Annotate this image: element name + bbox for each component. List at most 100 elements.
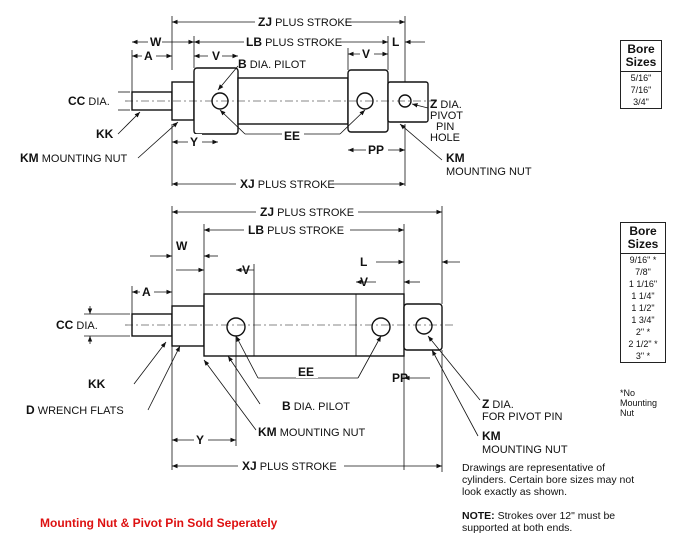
- bottom-lb-text: PLUS STROKE: [267, 225, 344, 237]
- top-km-left-text: MOUNTING NUT: [42, 153, 128, 165]
- top-a-label: A: [144, 49, 153, 63]
- bottom-ee-label: EE: [298, 365, 314, 379]
- bottom-km-right-text: MOUNTING NUT: [482, 444, 568, 456]
- top-b-text: DIA. PILOT: [250, 59, 307, 71]
- strokes-note: NOTE: Strokes over 12" must be supported…: [462, 510, 642, 534]
- bottom-pp-label: PP: [392, 371, 408, 385]
- top-z-label: Z: [430, 97, 437, 111]
- top-l-label: L: [392, 35, 399, 49]
- svg-text:ZJ PLUS STROKE: ZJ PLUS STROKE: [260, 205, 354, 219]
- svg-text:LB PLUS STROKE: LB PLUS STROKE: [246, 35, 342, 49]
- bottom-xj-label: XJ: [242, 459, 257, 473]
- top-km-right-text: MOUNTING NUT: [446, 166, 532, 178]
- top-w-label: W: [150, 35, 162, 49]
- top-z-text4: HOLE: [430, 132, 460, 144]
- bore-top-header1: Bore: [627, 42, 655, 56]
- top-v-left-label: V: [212, 49, 220, 63]
- bottom-pivot-hole: [415, 317, 433, 335]
- top-km-right-label: KM: [446, 151, 465, 165]
- bottom-rod-nut: [171, 305, 205, 347]
- top-zj-label: ZJ: [258, 15, 272, 29]
- top-xj-label: XJ: [240, 177, 255, 191]
- bore-bottom-size: 9/16" *: [629, 255, 657, 265]
- bore-bottom-size: 7/8": [635, 267, 651, 277]
- bottom-cc-text: DIA.: [76, 320, 97, 332]
- svg-text:KM MOUNTING NUT: KM MOUNTING NUT: [20, 151, 128, 165]
- svg-text:B DIA. PILOT: B DIA. PILOT: [238, 57, 306, 71]
- svg-text:Z DIA.: Z DIA.: [482, 397, 514, 411]
- top-cc-text: DIA.: [88, 96, 109, 108]
- bottom-zj-label: ZJ: [260, 205, 274, 219]
- bottom-z-label: Z: [482, 397, 489, 411]
- svg-text:CC DIA.: CC DIA.: [68, 94, 110, 108]
- bore-bottom-header2: Sizes: [627, 237, 659, 251]
- bottom-d-label: D: [26, 403, 35, 417]
- top-z-text1: DIA.: [440, 99, 461, 111]
- sold-separately-note: Mounting Nut & Pivot Pin Sold Seperately: [40, 516, 278, 530]
- top-pp-label: PP: [368, 143, 384, 157]
- bottom-v-right-label: V: [360, 275, 368, 289]
- bottom-l-label: L: [360, 255, 367, 269]
- top-ee-label: EE: [284, 129, 300, 143]
- bore-bottom-size: 2 1/2" *: [628, 339, 658, 349]
- svg-text:Z DIA.: Z DIA.: [430, 97, 462, 111]
- top-v-right-label: V: [362, 47, 370, 61]
- svg-text:D WRENCH FLATS: D WRENCH FLATS: [26, 403, 124, 417]
- bore-bottom-size: 3" *: [635, 351, 651, 361]
- bottom-v-left-label: V: [242, 263, 250, 277]
- top-drawing: ZJ PLUS STROKE W LB PLUS STROKE V V L A …: [20, 14, 532, 191]
- bore-footnote: *No Mounting Nut: [620, 388, 658, 418]
- bottom-a-label: A: [142, 285, 151, 299]
- bottom-km-mid-text: MOUNTING NUT: [280, 427, 366, 439]
- bottom-z-text1: DIA.: [492, 399, 513, 411]
- representative-note: Drawings are representative of cylinders…: [462, 462, 635, 498]
- svg-text:ZJ PLUS STROKE: ZJ PLUS STROKE: [258, 15, 352, 29]
- bore-top-size: 3/4": [633, 97, 649, 107]
- bore-bottom-size: 1 1/16": [628, 279, 658, 289]
- bottom-w-label: W: [176, 239, 188, 253]
- bottom-port-front: [226, 317, 246, 337]
- bottom-b-label: B: [282, 399, 291, 413]
- bore-top-size: 7/16": [630, 85, 652, 95]
- bottom-lb-label: LB: [248, 223, 264, 237]
- top-lb-text: PLUS STROKE: [265, 37, 342, 49]
- top-y-label: Y: [190, 135, 198, 149]
- svg-text:XJ PLUS STROKE: XJ PLUS STROKE: [242, 459, 337, 473]
- top-lb-label: LB: [246, 35, 262, 49]
- bottom-z-text2: FOR PIVOT PIN: [482, 411, 563, 423]
- note-label: NOTE:: [462, 510, 495, 522]
- svg-text:XJ PLUS STROKE: XJ PLUS STROKE: [240, 177, 335, 191]
- bottom-km-right-label: KM: [482, 429, 501, 443]
- bottom-kk-label: KK: [88, 377, 106, 391]
- bottom-d-text: WRENCH FLATS: [38, 405, 124, 417]
- svg-text:CC DIA.: CC DIA.: [56, 318, 98, 332]
- bottom-port-rear: [371, 317, 391, 337]
- bore-top-size: 5/16": [630, 73, 652, 83]
- top-z-text3: PIN: [436, 121, 454, 133]
- bore-bottom-size: 1 3/4": [631, 315, 655, 325]
- bore-bottom-header1: Bore: [629, 224, 657, 238]
- svg-text:LB PLUS STROKE: LB PLUS STROKE: [248, 223, 344, 237]
- bore-bottom-size: 2" *: [635, 327, 651, 337]
- bore-bottom-size: 1 1/2": [631, 303, 655, 313]
- bottom-drawing: ZJ PLUS STROKE LB PLUS STROKE W V L V A: [26, 204, 568, 473]
- bore-top-header2: Sizes: [625, 55, 657, 69]
- bottom-b-text: DIA. PILOT: [294, 401, 351, 413]
- top-cc-label: CC: [68, 94, 86, 108]
- bottom-km-mid-label: KM: [258, 425, 277, 439]
- top-km-left-label: KM: [20, 151, 39, 165]
- note-text: Strokes over 12" must be supported at bo…: [462, 510, 616, 534]
- top-z-text2: PIVOT: [430, 110, 463, 122]
- svg-text:B DIA. PILOT: B DIA. PILOT: [282, 399, 350, 413]
- svg-text:KM MOUNTING NUT: KM MOUNTING NUT: [258, 425, 366, 439]
- bottom-y-label: Y: [196, 433, 204, 447]
- top-xj-text: PLUS STROKE: [258, 179, 335, 191]
- top-kk-label: KK: [96, 127, 114, 141]
- bottom-xj-text: PLUS STROKE: [260, 461, 337, 473]
- bottom-zj-text: PLUS STROKE: [277, 207, 354, 219]
- top-zj-text: PLUS STROKE: [275, 17, 352, 29]
- bottom-cc-label: CC: [56, 318, 74, 332]
